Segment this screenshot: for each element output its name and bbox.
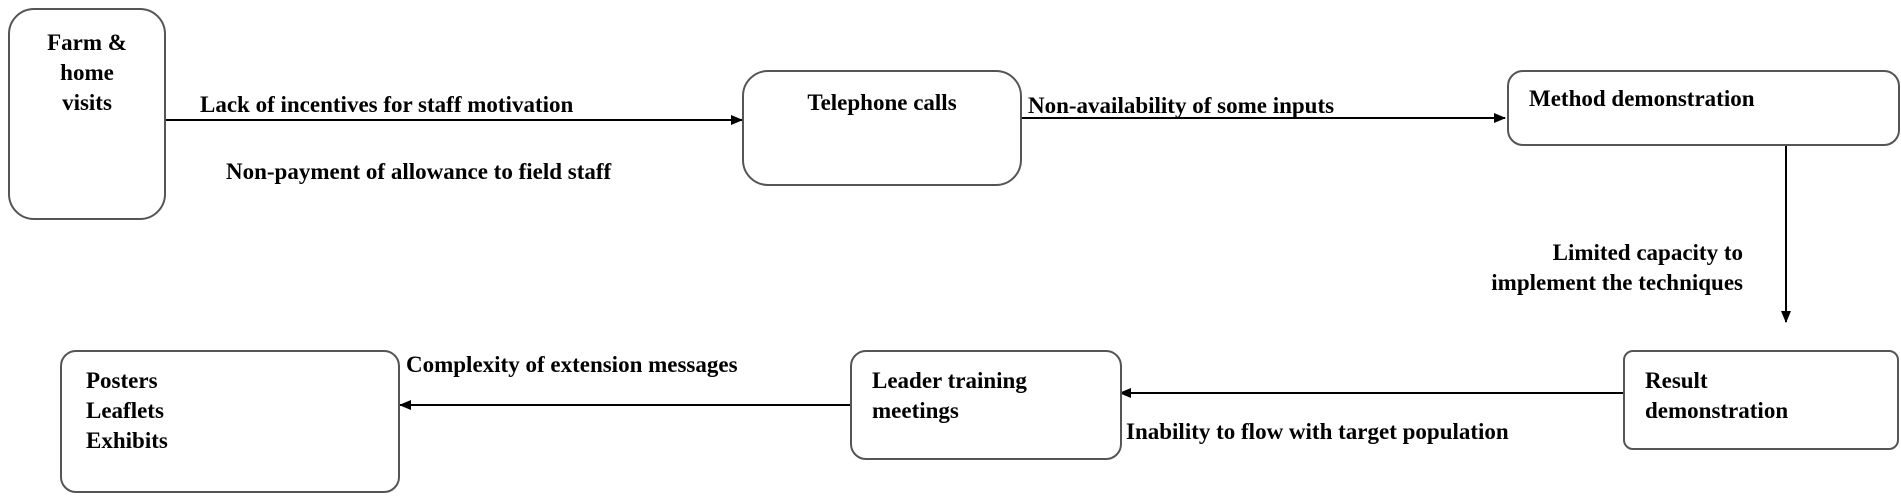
node-posters-leaflets-exhibits: Posters Leaflets Exhibits bbox=[60, 350, 400, 493]
node-line: demonstration bbox=[1645, 398, 1789, 423]
node-leader-training-meetings: Leader training meetings bbox=[850, 350, 1122, 460]
edge-label-inability-to-flow: Inability to flow with target population bbox=[1126, 419, 1509, 444]
node-line: Leaflets bbox=[86, 398, 164, 423]
node-line: home bbox=[60, 60, 114, 85]
edge-label-complexity-messages: Complexity of extension messages bbox=[406, 352, 738, 377]
node-line: meetings bbox=[872, 398, 959, 423]
node-line: Exhibits bbox=[86, 428, 168, 453]
node-line: Leader training bbox=[872, 368, 1027, 393]
edge-label-limited-capacity: Limited capacity to implement the techni… bbox=[1491, 238, 1743, 298]
node-line: Farm & bbox=[47, 30, 127, 55]
edge-label-lack-of-incentives: Lack of incentives for staff motivation bbox=[200, 92, 574, 117]
node-method-demonstration: Method demonstration bbox=[1507, 70, 1900, 146]
node-line: Result bbox=[1645, 368, 1708, 393]
node-line: visits bbox=[62, 90, 112, 115]
node-farm-home-visits: Farm & home visits bbox=[8, 8, 166, 220]
edge-label-non-payment-allowance: Non-payment of allowance to field staff bbox=[226, 159, 612, 184]
edge-label-line: Limited capacity to bbox=[1552, 240, 1743, 265]
edge-label-non-availability-inputs: Non-availability of some inputs bbox=[1028, 93, 1335, 118]
node-telephone-calls: Telephone calls bbox=[742, 70, 1022, 186]
edge-label-line: implement the techniques bbox=[1491, 270, 1743, 295]
node-line: Posters bbox=[86, 368, 158, 393]
node-line: Method demonstration bbox=[1529, 86, 1755, 111]
node-result-demonstration: Result demonstration bbox=[1623, 350, 1899, 450]
node-line: Telephone calls bbox=[807, 90, 957, 115]
